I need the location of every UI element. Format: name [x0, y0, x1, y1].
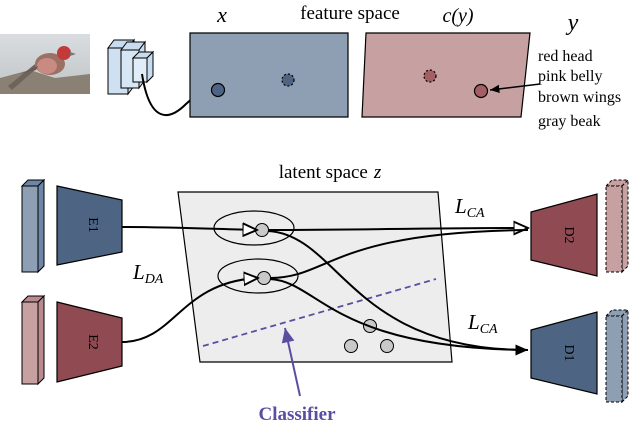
latent-point-lower	[257, 271, 271, 285]
cy-feature-plane	[361, 32, 531, 118]
encoder-e1-label: E1	[85, 217, 100, 233]
input-vector-cy	[20, 294, 46, 386]
attribute-item: brown wings	[538, 89, 621, 106]
decoder-d1-label: D1	[561, 344, 576, 361]
classifier-boundary	[202, 278, 437, 347]
attributes-arrow	[489, 83, 541, 94]
attribute-item: pink belly	[538, 68, 602, 85]
output-vector-cy	[604, 178, 630, 274]
classifier-label: Classifier	[258, 404, 336, 425]
latent-space-plane	[177, 191, 453, 363]
attribute-list: red head pink belly brown wings gray bea…	[538, 48, 621, 130]
x-point-dashed	[281, 73, 295, 87]
encoder-e2-label: E2	[85, 334, 100, 350]
input-vector-x	[20, 178, 46, 274]
attribute-item: gray beak	[538, 113, 601, 130]
decoder-d2-label: D2	[561, 226, 576, 243]
classifier-arrow	[281, 327, 301, 397]
decoder-d2	[530, 193, 598, 277]
decoder-d1	[530, 311, 598, 395]
loss-ca-lower-label: LCA	[467, 310, 498, 337]
feature-space-label: feature space	[300, 3, 400, 24]
encoder-e1	[56, 185, 123, 266]
e2-to-latent-arrow	[121, 278, 258, 343]
latent-point-upper	[255, 223, 269, 237]
bird-photo	[0, 34, 90, 94]
e1-to-latent-arrow	[121, 227, 257, 230]
output-vector-x	[604, 308, 630, 404]
cy-point-solid	[473, 83, 489, 99]
encoder-e2	[56, 301, 123, 383]
y-label: y	[566, 10, 579, 36]
lower-to-d2-arrow	[269, 229, 529, 279]
upper-to-d1-arrow	[267, 230, 529, 356]
latent-point	[380, 339, 394, 353]
attribute-item: red head	[538, 48, 593, 65]
x-point-solid	[210, 82, 226, 98]
x-feature-plane	[189, 32, 349, 118]
lower-to-d1-arrow	[269, 278, 529, 351]
upper-to-d2-arrow	[267, 228, 528, 230]
latent-point	[344, 339, 358, 353]
x-label: x	[216, 2, 227, 27]
cy-point-dashed	[423, 69, 437, 83]
cy-label: c(y)	[442, 5, 473, 27]
loss-ca-upper-label: LCA	[454, 194, 485, 221]
loss-da-label: LDA	[132, 260, 164, 287]
latent-cluster-lower	[217, 258, 299, 294]
cnn-layers-icon	[107, 38, 155, 96]
